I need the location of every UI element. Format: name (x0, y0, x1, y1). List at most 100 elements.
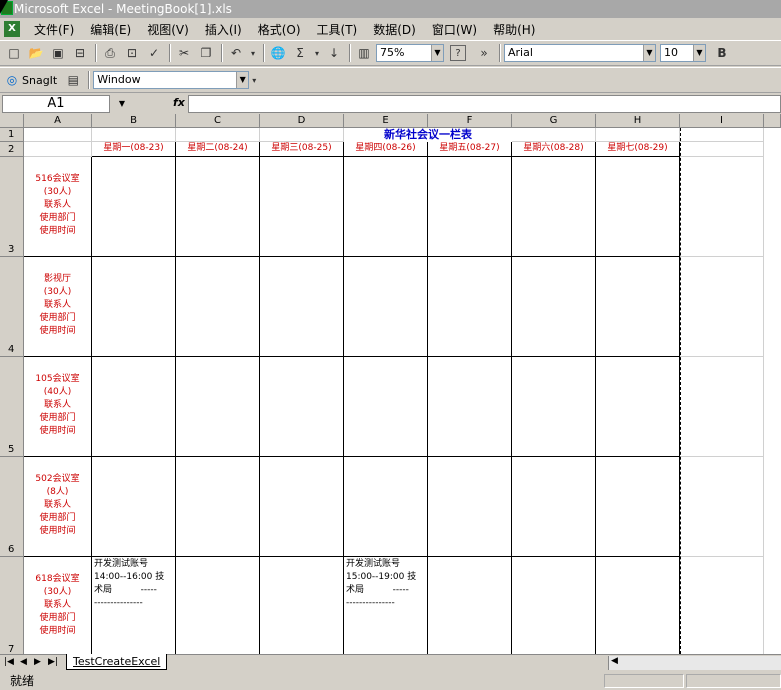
booking-cell[interactable] (512, 557, 596, 654)
horizontal-scrollbar[interactable]: ◀ (608, 656, 781, 670)
menu-help[interactable]: 帮助(H) (493, 22, 536, 37)
menu-tools[interactable]: 工具(T) (316, 22, 358, 37)
print-icon[interactable]: ⎙ (105, 45, 115, 60)
cell-i5[interactable] (680, 357, 764, 457)
booking-cell[interactable] (176, 557, 260, 654)
worksheet-grid[interactable]: A B C D E F G H I 1 2 3 4 5 6 7 新华社会议一栏表… (0, 114, 781, 654)
column-header[interactable]: F (428, 114, 512, 128)
function-icon[interactable]: fx (173, 96, 185, 109)
chevron-down-icon[interactable]: ▼ (431, 45, 443, 61)
last-sheet-icon[interactable]: ▶| (48, 657, 58, 667)
booking-cell[interactable] (344, 257, 428, 357)
cell-g1[interactable] (512, 128, 596, 142)
booking-cell[interactable] (512, 357, 596, 457)
day-header[interactable]: 星期一(08-23) (92, 142, 176, 157)
column-header[interactable]: G (512, 114, 596, 128)
cell-b1[interactable] (92, 128, 176, 142)
cell-i1[interactable] (680, 128, 764, 142)
menu-insert[interactable]: 插入(I) (204, 22, 242, 37)
room-cell[interactable]: 618会议室 (30人) 联系人 使用部门 使用时间 (24, 557, 92, 654)
toolbar-overflow-icon[interactable]: » (480, 46, 488, 60)
column-header[interactable]: H (596, 114, 680, 128)
booking-cell[interactable] (92, 157, 176, 257)
column-header[interactable] (764, 114, 781, 128)
booking-cell[interactable] (344, 157, 428, 257)
formula-input[interactable] (188, 95, 781, 113)
cell-d1[interactable] (260, 128, 344, 142)
row-header[interactable]: 4 (0, 257, 24, 357)
sort-ascending-icon[interactable]: ↓ (328, 46, 340, 60)
new-icon[interactable]: □ (8, 46, 20, 60)
print-preview-icon[interactable]: ⊡ (126, 46, 138, 60)
column-header[interactable]: B (92, 114, 176, 128)
cell-a1[interactable] (24, 128, 92, 142)
booking-cell-b7[interactable]: 开发测试账号 14:00--16:00 技 术局 ----- ---------… (92, 557, 176, 654)
chevron-down-icon[interactable]: ▼ (118, 99, 125, 108)
undo-icon[interactable]: ↶ (230, 46, 242, 60)
booking-cell[interactable] (512, 457, 596, 557)
font-select[interactable]: Arial▼ (504, 44, 656, 62)
row-header[interactable]: 1 (0, 128, 24, 142)
cell-i3[interactable] (680, 157, 764, 257)
booking-cell[interactable] (92, 357, 176, 457)
undo-dropdown-icon[interactable]: ▾ (250, 48, 255, 58)
cell-i4[interactable] (680, 257, 764, 357)
bold-button[interactable]: B (717, 46, 727, 60)
booking-cell[interactable] (596, 157, 680, 257)
cell-a2[interactable] (24, 142, 92, 157)
name-box[interactable]: A1▼ (2, 95, 125, 113)
room-cell[interactable]: 影视厅 (30人) 联系人 使用部门 使用时间 (24, 257, 92, 357)
menu-edit[interactable]: 编辑(E) (90, 22, 132, 37)
snagit-button[interactable]: SnagIt (22, 73, 58, 87)
column-header[interactable]: A (24, 114, 92, 128)
row-header[interactable]: 6 (0, 457, 24, 557)
booking-cell[interactable] (512, 157, 596, 257)
autosum-dropdown-icon[interactable]: ▾ (314, 48, 319, 58)
menu-format[interactable]: 格式(O) (257, 22, 301, 37)
booking-cell[interactable] (92, 257, 176, 357)
booking-cell[interactable] (176, 457, 260, 557)
column-header[interactable]: I (680, 114, 764, 128)
sheet-tab[interactable]: TestCreateExcel (66, 654, 168, 670)
booking-cell[interactable] (260, 557, 344, 654)
booking-cell[interactable] (92, 457, 176, 557)
booking-cell[interactable] (260, 357, 344, 457)
menu-file[interactable]: 文件(F) (34, 22, 75, 37)
room-cell[interactable]: 105会议室 (40人) 联系人 使用部门 使用时间 (24, 357, 92, 457)
menu-data[interactable]: 数据(D) (373, 22, 416, 37)
save-icon[interactable]: ▣ (52, 46, 64, 60)
day-header[interactable]: 星期六(08-28) (512, 142, 596, 157)
sheet-title[interactable]: 新华社会议一栏表 (384, 128, 472, 141)
booking-cell[interactable] (176, 257, 260, 357)
column-header[interactable]: D (260, 114, 344, 128)
booking-cell[interactable] (596, 357, 680, 457)
booking-cell[interactable] (596, 557, 680, 654)
booking-cell[interactable] (260, 457, 344, 557)
cut-icon[interactable]: ✂ (178, 46, 190, 60)
font-size-select[interactable]: 10▼ (660, 44, 706, 62)
hyperlink-icon[interactable]: 🌐 (270, 46, 286, 60)
prev-sheet-icon[interactable]: ◀ (20, 657, 27, 667)
day-header[interactable]: 星期七(08-29) (596, 142, 680, 157)
row-header[interactable]: 3 (0, 157, 24, 257)
help-button[interactable]: ? (450, 45, 466, 61)
cell-i2[interactable] (680, 142, 764, 157)
excel-menu-icon[interactable]: X (4, 21, 20, 37)
booking-cell[interactable] (176, 157, 260, 257)
chevron-down-icon[interactable]: ▼ (693, 45, 705, 61)
day-header[interactable]: 星期三(08-25) (260, 142, 344, 157)
booking-cell[interactable] (428, 157, 512, 257)
snagit-capture-icon[interactable]: ▤ (67, 73, 79, 87)
row-header[interactable]: 2 (0, 142, 24, 157)
scroll-left-icon[interactable]: ◀ (611, 656, 618, 666)
day-header[interactable]: 星期五(08-27) (428, 142, 512, 157)
permission-icon[interactable]: ⊟ (74, 46, 86, 60)
room-cell[interactable]: 502会议室 (8人) 联系人 使用部门 使用时间 (24, 457, 92, 557)
snagit-icon[interactable]: ◎ (6, 73, 18, 87)
column-header[interactable]: E (344, 114, 428, 128)
chevron-down-icon[interactable]: ▼ (236, 72, 249, 88)
toolbar-options-icon[interactable]: ▾ (252, 75, 257, 85)
row-header[interactable]: 5 (0, 357, 24, 457)
spelling-icon[interactable]: ✓ (148, 46, 160, 60)
booking-cell[interactable] (428, 357, 512, 457)
